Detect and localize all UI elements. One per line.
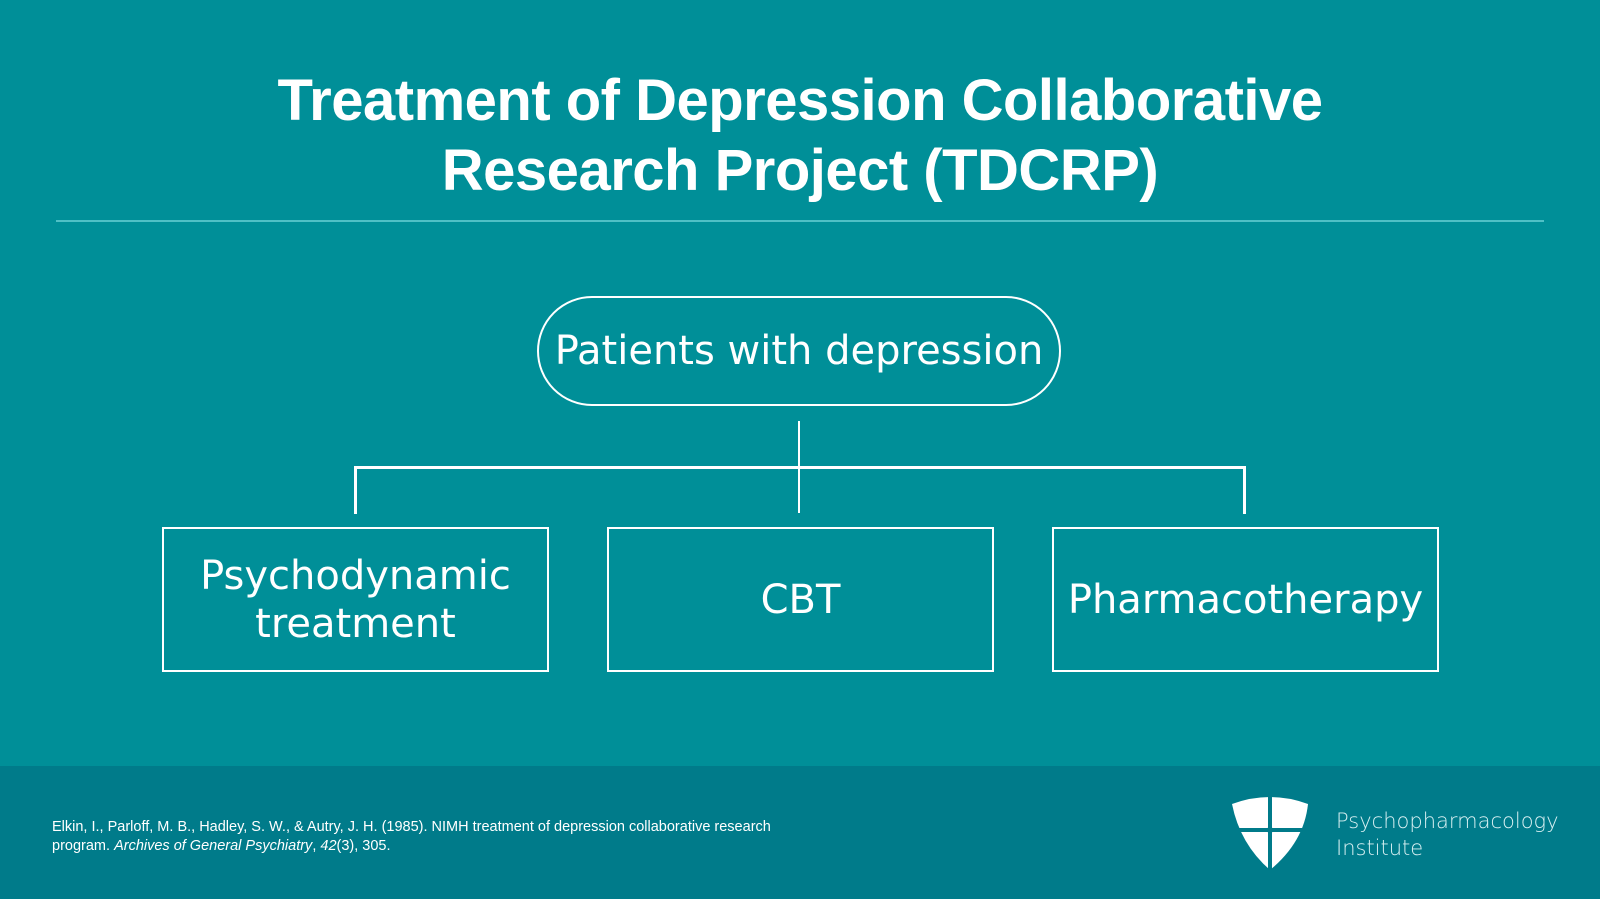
citation: Elkin, I., Parloff, M. B., Hadley, S. W.… <box>52 818 812 856</box>
child-node-pharmacotherapy: Pharmacotherapy <box>1052 527 1439 672</box>
institute-logo-text: Psychopharmacology Institute <box>1336 808 1559 862</box>
logo-text-line-1: Psychopharmacology <box>1336 809 1559 833</box>
connector-drop-right <box>1243 466 1246 514</box>
shield-cross-icon <box>1230 794 1310 872</box>
slide-title-line-2: Research Project (TDCRP) <box>441 138 1159 203</box>
child-node-label-line-2: treatment <box>255 600 456 647</box>
footer <box>0 766 1600 899</box>
citation-separator: , <box>312 838 321 854</box>
root-node-label: Patients with depression <box>554 328 1044 374</box>
citation-journal: Archives of General Psychiatry <box>114 838 313 854</box>
child-node-psychodynamic: Psychodynamic treatment <box>162 527 549 672</box>
child-node-label-line-1: Psychodynamic <box>200 552 511 599</box>
logo-text-line-2: Institute <box>1336 836 1424 860</box>
connector-horizontal-bar <box>355 466 1245 469</box>
child-node-label: CBT <box>760 576 841 623</box>
child-node-cbt: CBT <box>607 527 994 672</box>
treatment-arms-diagram: Patients with depression Psychodynamic t… <box>162 296 1439 672</box>
title-divider <box>56 220 1544 222</box>
citation-authors: Elkin, I., Parloff, M. B., Hadley, S. W.… <box>52 819 771 854</box>
slide-title-line-1: Treatment of Depression Collaborative <box>277 68 1323 133</box>
slide-title: Treatment of Depression Collaborative Re… <box>0 66 1600 206</box>
child-node-label: Pharmacotherapy <box>1067 576 1424 623</box>
root-node-patients: Patients with depression <box>537 296 1061 406</box>
citation-volume: 42 <box>320 838 337 854</box>
citation-issue-pages: (3), 305. <box>336 838 391 854</box>
connector-drop-left <box>354 466 357 514</box>
